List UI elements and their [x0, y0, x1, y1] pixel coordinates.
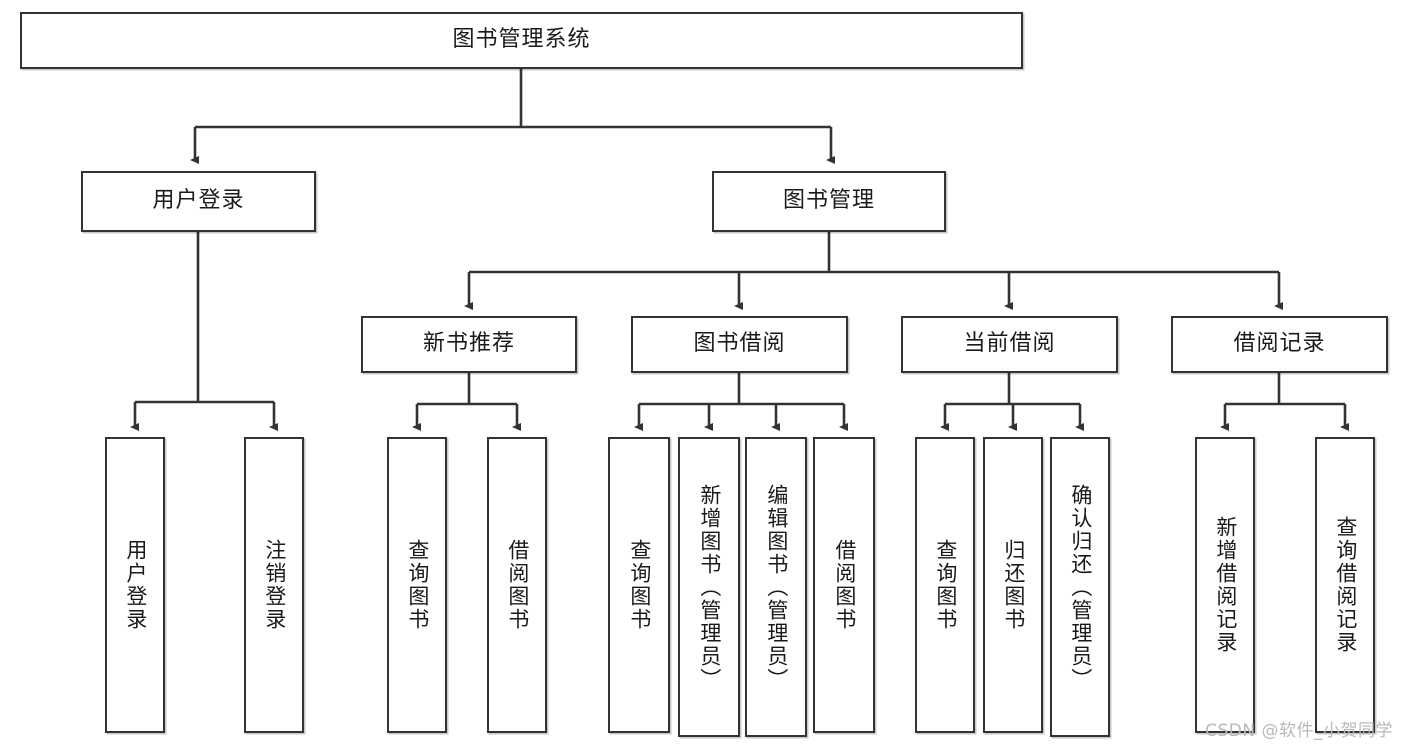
- leaf-current-return-book-label: 归还图书: [1001, 539, 1026, 631]
- node-root-label: 图书管理系统: [452, 27, 591, 53]
- leaf-borrow-edit-book-admin-label: 编辑图书（管理员）: [764, 483, 789, 691]
- leaf-newbook-borrow-book[interactable]: 借阅图书: [487, 437, 547, 733]
- node-book-borrow[interactable]: 图书借阅: [631, 316, 848, 373]
- leaf-borrow-add-book-admin-label: 新增图书（管理员）: [697, 483, 722, 691]
- leaf-records-add-record-label: 新增借阅记录: [1213, 516, 1238, 654]
- leaf-current-query-book[interactable]: 查询图书: [915, 437, 975, 733]
- leaf-borrow-add-book-admin[interactable]: 新增图书（管理员）: [678, 437, 740, 737]
- leaf-user-login-label: 用户登录: [123, 539, 148, 631]
- leaf-borrow-query-book-label: 查询图书: [627, 539, 652, 631]
- node-borrow-records-label: 借阅记录: [1233, 331, 1326, 357]
- leaf-borrow-lend-book-label: 借阅图书: [832, 539, 857, 631]
- leaf-newbook-query-book-label: 查询图书: [405, 539, 430, 631]
- node-current-borrow[interactable]: 当前借阅: [901, 316, 1118, 373]
- leaf-current-query-book-label: 查询图书: [933, 539, 958, 631]
- leaf-records-query-record-label: 查询借阅记录: [1333, 516, 1358, 654]
- leaf-user-logout-label: 注销登录: [262, 539, 287, 631]
- leaf-newbook-borrow-book-label: 借阅图书: [505, 539, 530, 631]
- node-user-login-label: 用户登录: [152, 188, 245, 214]
- node-borrow-records[interactable]: 借阅记录: [1171, 316, 1388, 373]
- node-user-login[interactable]: 用户登录: [81, 171, 316, 232]
- node-root[interactable]: 图书管理系统: [20, 12, 1023, 69]
- node-new-book-recommend-label: 新书推荐: [422, 331, 515, 357]
- leaf-current-confirm-return-admin-label: 确认归还（管理员）: [1068, 483, 1093, 691]
- node-new-book-recommend[interactable]: 新书推荐: [361, 316, 577, 373]
- node-book-borrow-label: 图书借阅: [693, 331, 786, 357]
- node-book-management-label: 图书管理: [782, 188, 875, 214]
- node-book-management[interactable]: 图书管理: [712, 171, 946, 232]
- leaf-newbook-query-book[interactable]: 查询图书: [387, 437, 447, 733]
- leaf-borrow-edit-book-admin[interactable]: 编辑图书（管理员）: [745, 437, 807, 737]
- leaf-borrow-lend-book[interactable]: 借阅图书: [813, 437, 875, 733]
- leaf-user-login[interactable]: 用户登录: [105, 437, 165, 733]
- node-current-borrow-label: 当前借阅: [963, 331, 1056, 357]
- leaf-records-query-record[interactable]: 查询借阅记录: [1315, 437, 1375, 733]
- leaf-current-return-book[interactable]: 归还图书: [983, 437, 1043, 733]
- leaf-current-confirm-return-admin[interactable]: 确认归还（管理员）: [1050, 437, 1110, 737]
- leaf-user-logout[interactable]: 注销登录: [244, 437, 304, 733]
- leaf-borrow-query-book[interactable]: 查询图书: [608, 437, 670, 733]
- leaf-records-add-record[interactable]: 新增借阅记录: [1195, 437, 1255, 733]
